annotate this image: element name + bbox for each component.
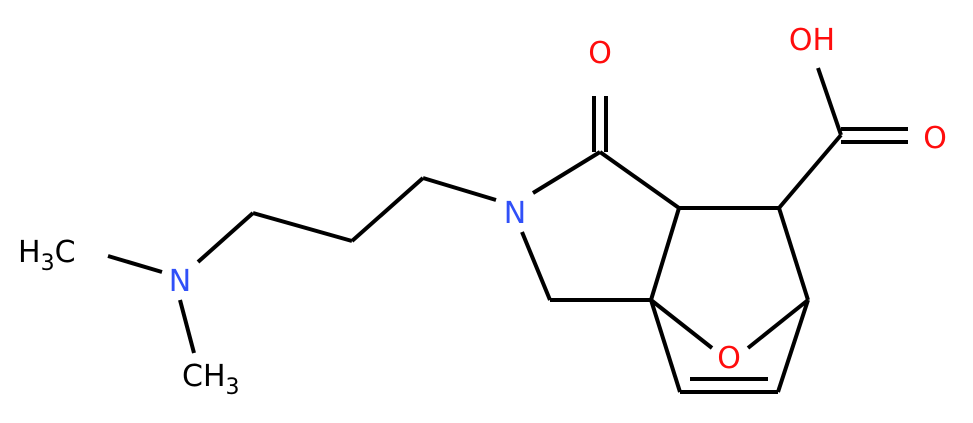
bond-n-ch2 [520, 231, 552, 301]
bond-c3-cooh [777, 133, 843, 210]
bond-carboxyl-double [841, 127, 908, 144]
bond-amine-methyl-bottom [178, 299, 196, 354]
bond-alkene-double [680, 377, 778, 394]
amine-nitrogen-label: N [169, 264, 191, 299]
bridge-oxygen-label: O [717, 341, 741, 376]
bond-cq-alkene [649, 299, 682, 393]
carboxyl-oxygen-label: O [923, 121, 947, 156]
bond-cq-obridge [649, 298, 714, 350]
bond-cooh-oh [816, 67, 843, 136]
bond-chain1-chain2 [350, 176, 425, 243]
bond-chain2-chain3 [252, 211, 353, 243]
bond-bridgehead-obridge [746, 298, 810, 350]
methyl-bottom-label: CH3 [182, 359, 240, 400]
carboxyl-hydroxyl-label: OH [789, 23, 835, 58]
bond-c3-bridgehead [777, 207, 810, 301]
bond-alkene-bridgehead [776, 299, 810, 393]
bond-n-chain1 [422, 176, 497, 202]
bond-ketone-double [592, 96, 608, 152]
bond-cq-c2 [649, 207, 681, 301]
amide-nitrogen-label: N [504, 196, 526, 231]
methyl-top-label: H3C [18, 235, 76, 276]
bond-c1-c2 [598, 150, 681, 210]
ketone-oxygen-label: O [588, 36, 612, 71]
bond-c1-n [531, 150, 602, 195]
bond-chain3-amine [196, 211, 255, 264]
bond-amine-methyl-top [107, 254, 163, 274]
